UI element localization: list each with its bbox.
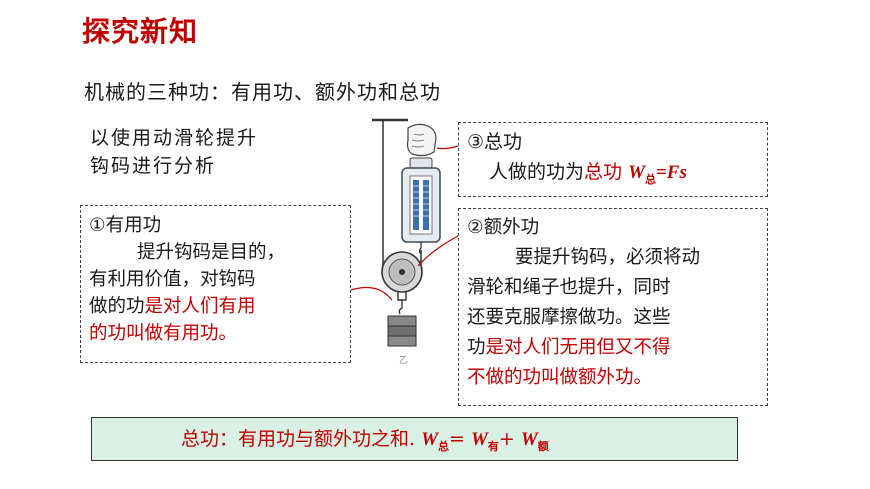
useful-line-3b: 是对人们有用 [144, 296, 256, 317]
summary-sub-total: 总 [438, 440, 449, 453]
intro-line-2: 钩码进行分析 [90, 155, 217, 177]
summary-w-useful: W [470, 429, 488, 450]
total-connector [436, 145, 459, 150]
useful-line-4: 的功叫做有用功。 [89, 323, 238, 344]
extra-line-4a: 功 [467, 337, 486, 358]
summary-sub-useful: 有 [487, 440, 499, 453]
summary-w-total: W [421, 429, 438, 450]
formula-rest: =Fs [655, 162, 687, 183]
extra-line-4b: 是对人们无用但又不得 [485, 337, 671, 358]
extra-line-1: 要提升钩码，必须将动 [515, 247, 701, 268]
pulley-wheel-icon [381, 251, 423, 315]
summary-formula-box: 总功：有用功与额外功之和. W总= W有+ W额 [91, 417, 738, 461]
extra-connector [417, 235, 459, 267]
pulley-diagram: 乙 [372, 118, 441, 366]
total-work-box: ③总功 人做的功为总功 W总=Fs [458, 122, 768, 197]
intro-text: 以使用动滑轮提升 钩码进行分析 [90, 124, 258, 180]
useful-work-box: ①有用功 提升钩码是目的， 有利用价值，对钩码 做的功是对人们有用 的功叫做有用… [80, 205, 351, 363]
extra-line-5: 不做的功叫做额外功。 [467, 367, 653, 388]
total-formula: W总=Fs [628, 162, 687, 186]
summary-w-extra: W [520, 429, 538, 450]
useful-line-3a: 做的功 [89, 296, 145, 317]
formula-sub-total: 总 [644, 173, 656, 186]
figure-label: 乙 [399, 355, 408, 366]
extra-line-2: 滑轮和绳子也提升，同时 [467, 277, 671, 298]
total-text-red: 总功 [584, 161, 623, 183]
hook-weight-icon [387, 315, 417, 347]
section-heading: 机械的三种功：有用功、额外功和总功 [84, 80, 441, 104]
summary-formula: W总 [421, 429, 449, 453]
useful-line-2: 有利用价值，对钩码 [89, 269, 256, 290]
useful-connector [350, 287, 393, 301]
summary-plus: + [498, 428, 521, 450]
hand-icon [406, 123, 437, 157]
summary-equals: = [449, 428, 471, 450]
summary-text: 总功：有用功与额外功之和. [181, 428, 416, 450]
spring-scale-icon [401, 157, 441, 255]
useful-work-header: ①有用功 [89, 215, 162, 236]
page-title: 探究新知 [82, 15, 199, 48]
total-work-header: ③总功 [467, 131, 523, 153]
formula-w: W [628, 162, 645, 183]
useful-line-1: 提升钩码是目的， [137, 242, 286, 263]
extra-work-box: ②额外功 要提升钩码，必须将动 滑轮和绳子也提升，同时 还要克服摩擦做功。这些 … [458, 208, 768, 406]
intro-line-1: 以使用动滑轮提升 [90, 127, 259, 149]
total-text-plain: 人做的功为 [489, 161, 585, 183]
extra-work-header: ②额外功 [467, 217, 540, 238]
summary-sub-extra: 额 [537, 440, 549, 453]
extra-line-3: 还要克服摩擦做功。这些 [467, 307, 671, 328]
